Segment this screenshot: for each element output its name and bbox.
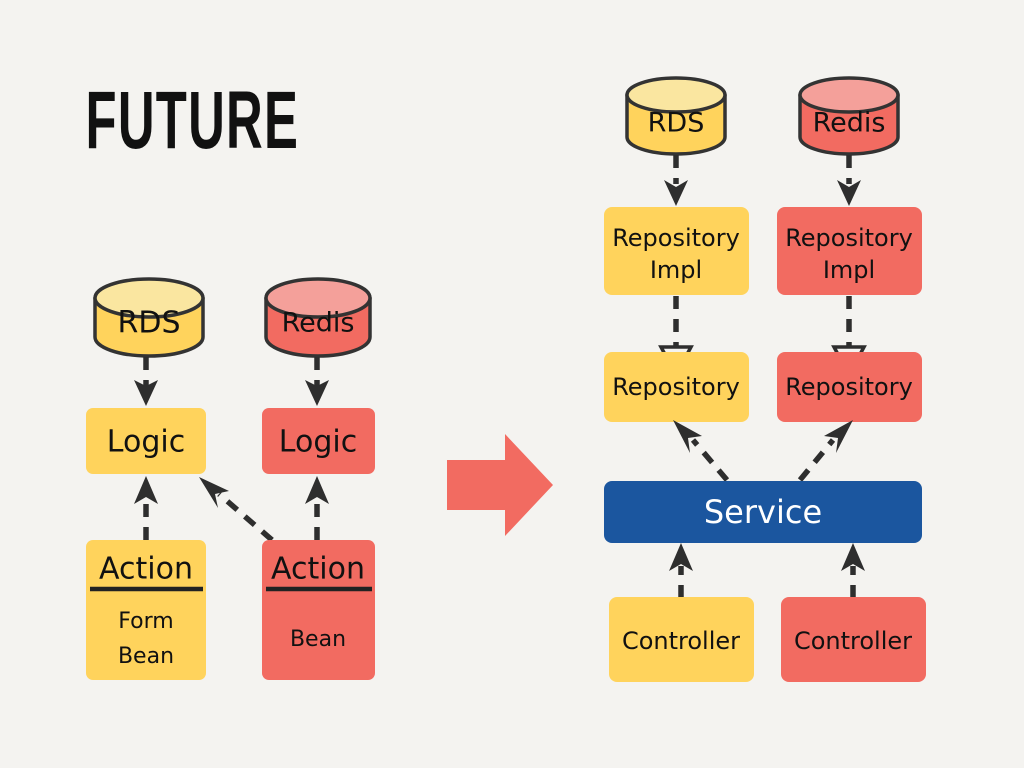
controller-box-red[interactable]: Controller bbox=[781, 597, 926, 682]
cylinder-top bbox=[625, 76, 727, 114]
page-title: FUTURE bbox=[86, 75, 300, 166]
box-fill bbox=[604, 481, 922, 543]
datastore-label: RDS bbox=[118, 306, 181, 341]
logic-label: Logic bbox=[107, 425, 185, 460]
datastore-label: Redis bbox=[282, 308, 355, 339]
action-body-line: Form bbox=[118, 609, 173, 634]
repository-impl-line: Impl bbox=[823, 256, 875, 284]
action-body-line: Bean bbox=[118, 644, 174, 669]
repository-label: Repository bbox=[785, 373, 913, 401]
box-fill bbox=[777, 352, 922, 422]
action-title: Action bbox=[99, 552, 193, 587]
service-label: Service bbox=[704, 493, 822, 531]
repository-impl-line: Repository bbox=[612, 224, 740, 252]
box-fill bbox=[262, 408, 375, 474]
box-fill bbox=[86, 408, 206, 474]
box-fill bbox=[604, 352, 749, 422]
cylinder-top bbox=[264, 277, 372, 319]
arrow-action-red-to-logic-yellow bbox=[199, 477, 274, 543]
action-box-yellow[interactable]: Action Form Bean bbox=[86, 540, 206, 680]
arrow-action-to-logic-red bbox=[305, 476, 329, 540]
repository-impl-box-red[interactable]: Repository Impl bbox=[777, 207, 922, 295]
logic-label: Logic bbox=[279, 425, 357, 460]
datastore-cylinder-redis[interactable]: Redis bbox=[264, 277, 372, 358]
box-fill bbox=[86, 540, 206, 680]
cylinder-top bbox=[798, 76, 900, 114]
arrow-controller-to-service-red bbox=[841, 543, 865, 598]
datastore-label: Redis bbox=[813, 108, 886, 139]
logic-box-red[interactable]: Logic bbox=[262, 408, 375, 474]
datastore-cylinder-rds[interactable]: RDS bbox=[625, 76, 727, 156]
repository-impl-line: Repository bbox=[785, 224, 913, 252]
controller-label: Controller bbox=[794, 627, 912, 655]
controller-box-yellow[interactable]: Controller bbox=[609, 597, 754, 682]
logic-box-yellow[interactable]: Logic bbox=[86, 408, 206, 474]
future-architecture-group: RDS Redis Repository Impl Repository bbox=[604, 76, 926, 682]
legacy-architecture-group: RDS Redis Logic Logic bbox=[86, 277, 375, 680]
repository-box-red[interactable]: Repository bbox=[777, 352, 922, 422]
arrow-rds-to-logic bbox=[134, 357, 158, 406]
box-fill bbox=[262, 540, 375, 680]
arrow-redis-to-repository-impl bbox=[837, 155, 861, 206]
cylinder-top bbox=[93, 277, 205, 319]
arrow-service-to-repository-yellow bbox=[673, 420, 730, 482]
box-fill bbox=[604, 207, 749, 295]
action-body-line: Bean bbox=[290, 627, 346, 652]
repository-box-yellow[interactable]: Repository bbox=[604, 352, 749, 422]
arrow-controller-to-service-yellow bbox=[669, 543, 693, 598]
migration-arrow-icon bbox=[447, 434, 553, 536]
repository-impl-box-yellow[interactable]: Repository Impl bbox=[604, 207, 749, 295]
service-bar[interactable]: Service bbox=[604, 481, 922, 543]
arrow-rds-to-repository-impl bbox=[664, 155, 688, 206]
box-fill bbox=[609, 597, 754, 682]
arrow-redis-to-logic bbox=[305, 357, 329, 406]
controller-label: Controller bbox=[622, 627, 740, 655]
action-title: Action bbox=[271, 552, 365, 587]
action-box-red[interactable]: Action Bean bbox=[262, 540, 375, 680]
datastore-label: RDS bbox=[648, 108, 705, 139]
arrow-action-to-logic-yellow bbox=[134, 476, 158, 540]
arrow-service-to-repository-red bbox=[797, 420, 853, 482]
repository-impl-line: Impl bbox=[650, 256, 702, 284]
box-fill bbox=[777, 207, 922, 295]
datastore-cylinder-rds[interactable]: RDS bbox=[93, 277, 205, 358]
datastore-cylinder-redis[interactable]: Redis bbox=[798, 76, 900, 156]
box-fill bbox=[781, 597, 926, 682]
repository-label: Repository bbox=[612, 373, 740, 401]
